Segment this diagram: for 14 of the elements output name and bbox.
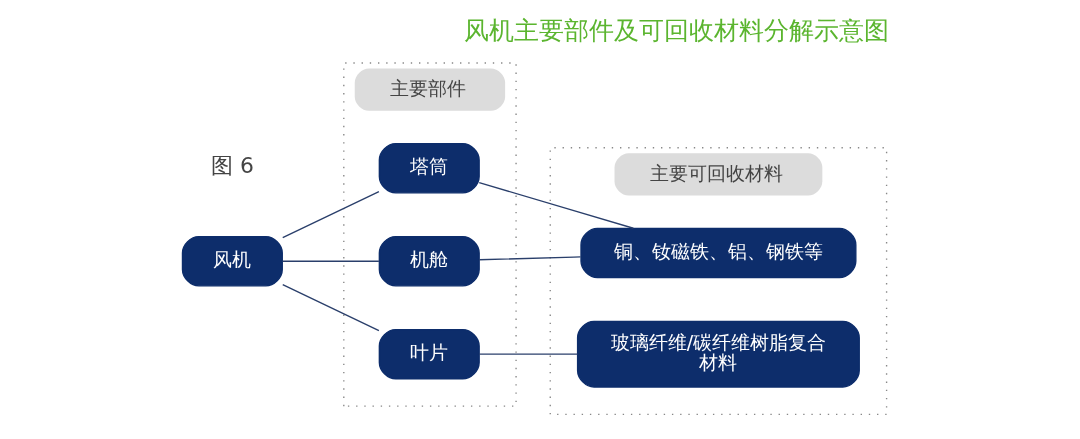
connector: [282, 191, 380, 239]
node-box: 铜、钕磁铁、铝、钢铁等: [580, 227, 857, 279]
node-box: 机舱: [378, 235, 480, 287]
connector: [478, 256, 582, 261]
node-box: 叶片: [378, 328, 480, 380]
diagram-title: 风机主要部件及可回收材料分解示意图: [464, 15, 890, 45]
node-box: 玻璃纤维/碳纤维树脂复合材料: [576, 320, 860, 388]
connector: [478, 353, 579, 355]
node-box: 塔筒: [378, 142, 480, 194]
label: 图 6: [210, 153, 254, 179]
node-box: 风机: [181, 235, 283, 287]
connector: [478, 181, 635, 229]
connector: [282, 283, 380, 332]
connector: [282, 260, 380, 262]
